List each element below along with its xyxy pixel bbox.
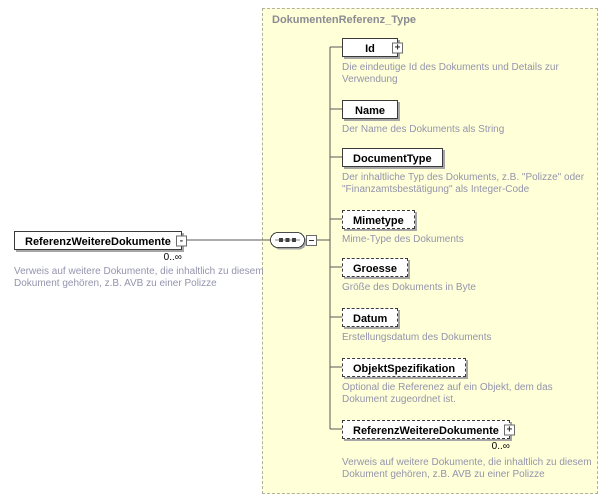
expand-toggle-icon[interactable]: + bbox=[503, 424, 515, 435]
element-annotation: Optional die Referenez auf ein Objekt, d… bbox=[342, 382, 553, 405]
complex-type-title: DokumentenReferenz_Type bbox=[272, 14, 417, 26]
element-annotation: Größe des Dokuments in Byte bbox=[342, 282, 476, 293]
element-box-documenttype[interactable]: DocumentType bbox=[342, 148, 443, 167]
element-annotation: Verweis auf weitere Dokumente, die inhal… bbox=[14, 266, 264, 289]
element-name: Datum bbox=[353, 313, 388, 325]
child-node-name: Name Der Name des Dokuments als String bbox=[342, 100, 594, 136]
element-annotation: Die eindeutige Id des Dokuments und Deta… bbox=[342, 62, 559, 85]
cardinality-label: 0..∞ bbox=[163, 252, 182, 263]
element-box-referenzweiteredokumente[interactable]: ReferenzWeitereDokumente + bbox=[342, 420, 515, 439]
child-node-mimetype: Mimetype Mime-Type des Dokuments bbox=[342, 210, 594, 246]
child-node-id: Id + Die eindeutige Id des Dokuments und… bbox=[342, 38, 594, 86]
element-box-mimetype[interactable]: Mimetype bbox=[342, 210, 415, 229]
element-box-id[interactable]: Id + bbox=[342, 38, 403, 57]
element-name: ObjektSpezifikation bbox=[353, 363, 456, 375]
element-box-name[interactable]: Name bbox=[342, 100, 398, 119]
element-name: Name bbox=[355, 105, 385, 117]
element-name: Groesse bbox=[353, 263, 398, 275]
element-box-referenzweiteredokumente-root[interactable]: ReferenzWeitereDokumente - bbox=[14, 231, 187, 250]
element-annotation: Erstellungsdatum des Dokuments bbox=[342, 332, 492, 343]
element-name: ReferenzWeitereDokumente bbox=[25, 236, 171, 248]
element-name: Id bbox=[365, 43, 375, 55]
element-annotation: Der inhaltliche Typ des Dokuments, z.B. … bbox=[342, 172, 585, 195]
expand-toggle-icon[interactable]: + bbox=[392, 42, 403, 53]
element-name: ReferenzWeitereDokumente bbox=[353, 425, 499, 437]
child-node-objektspezifikation: ObjektSpezifikation Optional die Referen… bbox=[342, 358, 594, 406]
element-name: DocumentType bbox=[353, 153, 432, 165]
child-node-referenzweiteredokumente: ReferenzWeitereDokumente + 0..∞ Verweis … bbox=[342, 420, 594, 481]
element-box-groesse[interactable]: Groesse bbox=[342, 258, 409, 277]
element-annotation: Mime-Type des Dokuments bbox=[342, 234, 464, 245]
sequence-compositor-icon[interactable] bbox=[270, 232, 307, 250]
child-node-groesse: Groesse Größe des Dokuments in Byte bbox=[342, 258, 594, 294]
root-element-node: ReferenzWeitereDokumente - 0..∞ Verweis … bbox=[14, 231, 266, 290]
element-name: Mimetype bbox=[353, 215, 404, 227]
child-node-datum: Datum Erstellungsdatum des Dokuments bbox=[342, 308, 594, 344]
sequence-collapse-icon[interactable] bbox=[306, 235, 317, 246]
cardinality-label: 0..∞ bbox=[491, 441, 510, 452]
collapse-toggle-icon[interactable]: - bbox=[175, 235, 187, 246]
element-annotation: Der Name des Dokuments als String bbox=[342, 124, 505, 135]
child-node-documenttype: DocumentType Der inhaltliche Typ des Dok… bbox=[342, 148, 594, 196]
element-annotation: Verweis auf weitere Dokumente, die inhal… bbox=[342, 457, 592, 480]
element-box-objektspezifikation[interactable]: ObjektSpezifikation bbox=[342, 358, 467, 377]
element-box-datum[interactable]: Datum bbox=[342, 308, 399, 327]
complex-type-container: DokumentenReferenz_Type bbox=[262, 8, 598, 494]
